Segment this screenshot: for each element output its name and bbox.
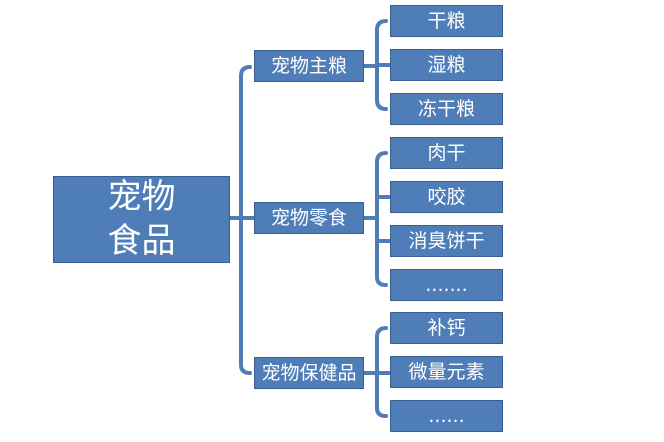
leaf-node-more-snacks: ....... (390, 269, 503, 301)
leaf-node-more-health: ...... (390, 400, 503, 432)
leaf-node-freeze-dried-food: 冻干粮 (390, 93, 503, 125)
group2-bracket (375, 151, 388, 287)
category-node-health-products: 宠物保健品 (254, 357, 364, 389)
leaf-node-trace-elements: 微量元素 (390, 356, 503, 388)
leaf-node-deodorizing-biscuits: 消臭饼干 (390, 225, 503, 257)
leaf-node-wet-food: 湿粮 (390, 49, 503, 81)
leaf-node-dry-food: 干粮 (390, 5, 503, 37)
leaf-node-calcium: 补钙 (390, 312, 503, 344)
leaf-node-chews: 咬胶 (390, 181, 503, 213)
root-line-1: 宠物 (107, 176, 176, 217)
main-bracket (239, 65, 252, 375)
root-line-2: 食品 (107, 220, 176, 261)
leaf-node-jerky: 肉干 (390, 137, 503, 169)
category-node-snacks: 宠物零食 (254, 202, 364, 234)
root-node-pet-food: 宠物 食品 (53, 176, 230, 263)
category-node-staple-food: 宠物主粮 (254, 50, 364, 82)
